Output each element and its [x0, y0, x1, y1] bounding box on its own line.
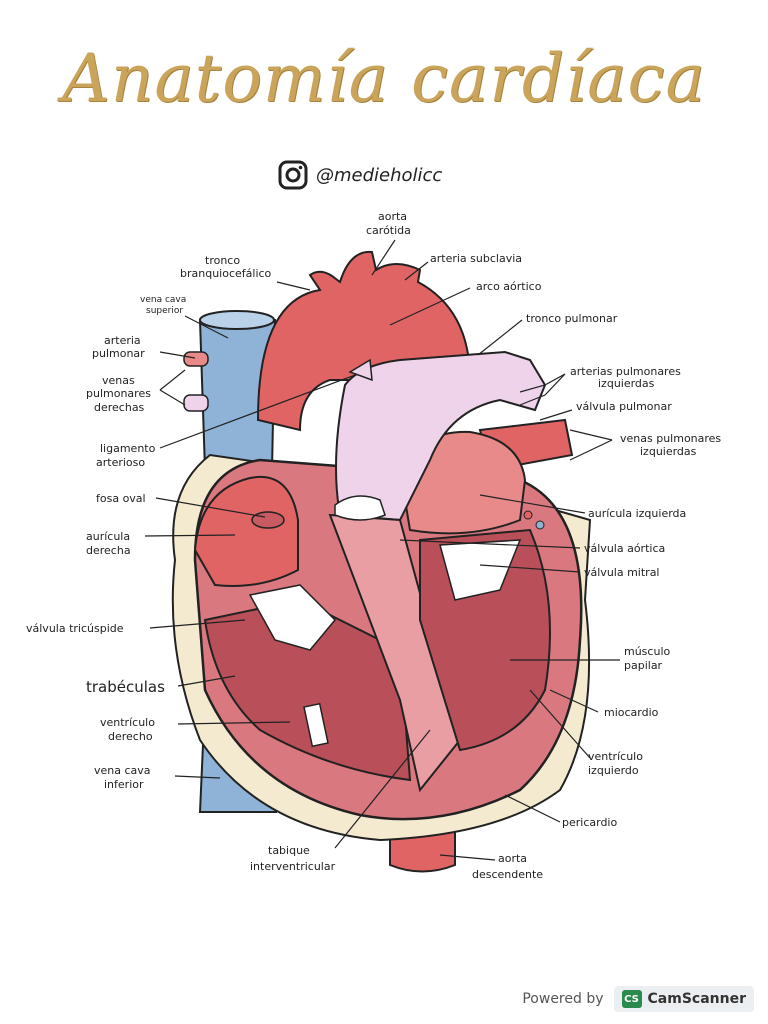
label-trabeculas: trabéculas [86, 678, 165, 696]
right-atrium [193, 475, 299, 587]
label-miocardio: miocardio [604, 706, 659, 719]
label-valvula-pulmonar: válvula pulmonar [576, 400, 672, 413]
label-musculo-papilar-1: músculo [624, 645, 670, 658]
camscanner-badge: CS CamScanner [613, 986, 754, 1012]
label-tronco-braquio-1: tronco [205, 254, 240, 267]
pulmonary-veins-right [183, 351, 209, 412]
label-arteria-pulmonar-1: arteria [104, 334, 141, 347]
label-arterias-pulm-izq-1: arterias pulmonares [570, 365, 681, 378]
label-tronco-pulmonar: tronco pulmonar [526, 312, 618, 325]
instagram-handle[interactable]: @medieholicc [278, 160, 442, 190]
label-ligamento-1: ligamento [100, 442, 156, 455]
label-vena-cava-sup-2: superior [146, 306, 183, 316]
pulmonary-vein-dot-red [523, 510, 533, 520]
label-fosa-oval: fosa oval [96, 492, 146, 505]
camscanner-watermark: Powered by CS CamScanner [522, 986, 754, 1012]
label-auricula-derecha-2: derecha [86, 544, 131, 557]
label-pericardio: pericardio [562, 816, 617, 829]
diagram-labels: aorta carótida arteria subclavia tronco … [26, 210, 721, 881]
ligamento-arterioso-shape [348, 358, 373, 382]
label-arterias-pulm-izq-2: izquierdas [598, 377, 655, 390]
label-ventriculo-izq-1: ventrículo [588, 750, 643, 763]
label-musculo-papilar-2: papilar [624, 659, 663, 672]
label-venas-pulm-der-1: venas [102, 374, 135, 387]
label-tabique-1: tabique [268, 844, 310, 857]
instagram-icon [278, 160, 308, 190]
interventricular-septum [328, 513, 462, 793]
aortic-valve [334, 495, 386, 521]
label-venas-pulm-izq-2: izquierdas [640, 445, 697, 458]
label-vena-cava-inf-2: inferior [104, 778, 144, 791]
label-arteria-subclavia: arteria subclavia [430, 252, 522, 265]
camscanner-name: CamScanner [647, 991, 746, 1007]
mitral-valve [439, 539, 522, 601]
label-ventriculo-der-2: derecho [108, 730, 153, 743]
label-aorta-desc-1: aorta [498, 852, 527, 865]
tricuspid-valve [248, 584, 337, 651]
camscanner-logo-icon: CS [621, 990, 642, 1008]
label-ligamento-2: arterioso [96, 456, 145, 469]
label-venas-pulm-der-3: derechas [94, 401, 145, 414]
label-vena-cava-sup-1: vena cava [140, 295, 186, 305]
label-ventriculo-izq-2: izquierdo [588, 764, 639, 777]
label-arteria-pulmonar-2: pulmonar [92, 347, 145, 360]
label-auricula-izquierda: aurícula izquierda [588, 507, 686, 520]
label-venas-pulm-izq-1: venas pulmonares [620, 432, 721, 445]
label-aorta-carotida-1: aorta [378, 210, 407, 223]
fossa-ovalis [251, 511, 285, 529]
label-ventriculo-der-1: ventrículo [100, 716, 155, 729]
leader-lines [144, 239, 620, 861]
label-valvula-mitral: válvula mitral [584, 566, 660, 579]
label-valvula-tricuspide: válvula tricúspide [26, 622, 124, 635]
page-title: Anatomía cardíaca [62, 40, 706, 117]
label-venas-pulm-der-2: pulmonares [86, 387, 151, 400]
pulmonary-trunk [335, 350, 547, 522]
label-tabique-2: interventricular [250, 860, 336, 873]
powered-by-text: Powered by [522, 991, 604, 1007]
label-aorta-desc-2: descendente [472, 868, 543, 881]
moderator-band [303, 702, 329, 748]
label-auricula-derecha-1: aurícula [86, 530, 130, 543]
label-vena-cava-inf-1: vena cava [94, 764, 151, 777]
label-arco-aortico: arco aórtico [476, 280, 542, 293]
label-valvula-aortica: válvula aórtica [584, 542, 665, 555]
label-tronco-braquio-2: branquiocefálico [180, 267, 272, 280]
handle-text: @medieholicc [316, 164, 443, 186]
right-ventricle [203, 598, 412, 782]
pulmonary-vein-dot-blue [535, 520, 545, 530]
label-aorta-carotida-2: carótida [366, 224, 411, 237]
